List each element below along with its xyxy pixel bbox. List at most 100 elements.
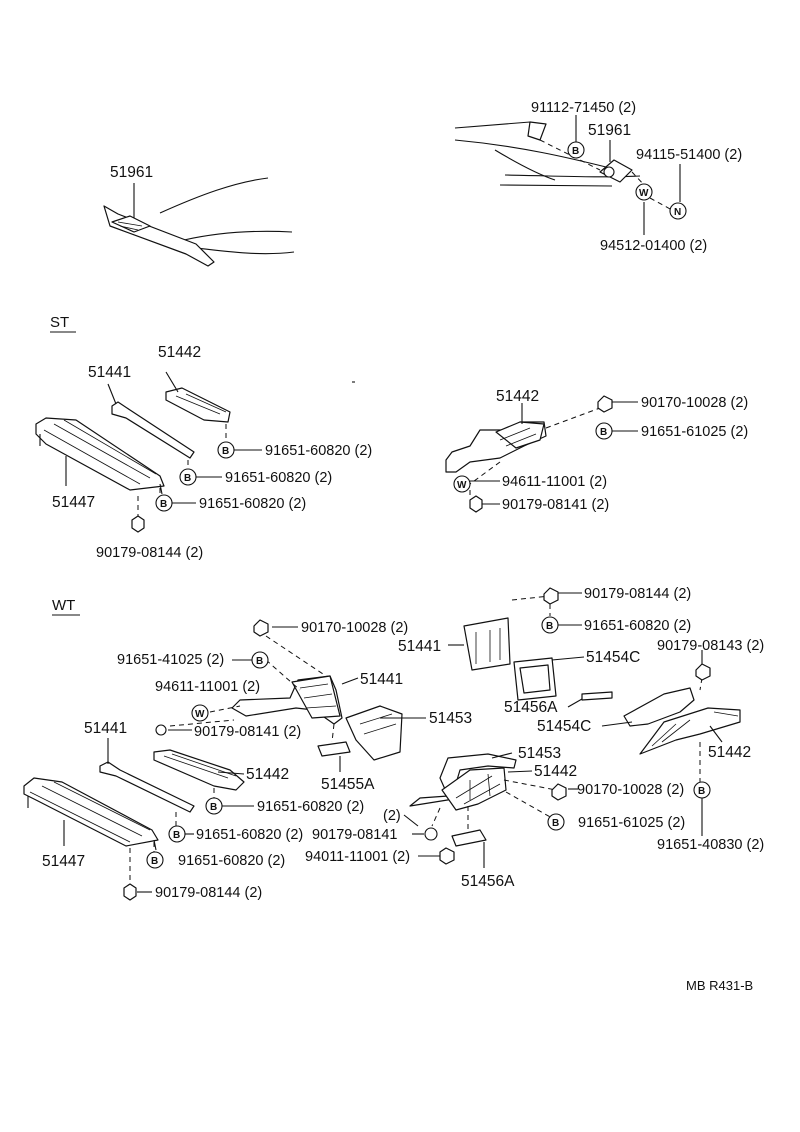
bolt-symbol: B <box>217 441 235 459</box>
wt-part-51455A: 51455A <box>321 776 375 793</box>
wt-label-nut-small-b: 90179-08141 <box>312 827 397 843</box>
st-part-51441: 51441 <box>88 364 131 381</box>
bolt-symbol: B <box>179 468 197 486</box>
wt-label-washer-a: 94611-11001 (2) <box>155 679 260 695</box>
wt-part-51454C-b: 51454C <box>537 718 591 735</box>
diagram-code: MB R431-B <box>686 978 753 993</box>
wt-right-assembly: B B 90179-08144 (2) 51441 91651-60820 (2… <box>398 586 764 853</box>
wt-part-51441-b: 51441 <box>84 720 127 737</box>
wt-label-nut-small-a: 90179-08141 (2) <box>194 724 301 740</box>
wt-part-51441-c: 51441 <box>398 638 441 655</box>
bolt-symbol: B <box>567 141 585 159</box>
bolt-symbol: B <box>541 616 559 634</box>
svg-text:W: W <box>639 188 649 199</box>
bolt-symbol: B <box>595 422 613 440</box>
svg-text:B: B <box>546 621 553 632</box>
wt-label-bolt-mid2: 91651-61025 (2) <box>578 815 685 831</box>
small-nut-icon <box>424 827 438 841</box>
wt-part-51442-c: 51442 <box>708 744 751 761</box>
svg-text:B: B <box>173 830 180 841</box>
wt-label-nut-top-mid: 90179-08144 (2) <box>584 586 691 602</box>
wt-left-assembly: B B B 51441 51442 51447 91651-60820 (2) … <box>23 720 364 901</box>
wt-part-51453-b: 51453 <box>518 745 561 762</box>
nut-icon <box>131 515 145 533</box>
wt-part-51456A-a: 51456A <box>504 699 558 716</box>
nut-icon <box>551 783 567 801</box>
part-51961-right: 51961 <box>588 122 631 139</box>
svg-text:N: N <box>674 207 681 218</box>
top-left-assembly: 51961 <box>103 164 295 267</box>
washer-symbol: W <box>191 704 209 722</box>
svg-text:B: B <box>160 499 167 510</box>
nut-icon <box>597 395 613 413</box>
svg-text:W: W <box>457 480 467 491</box>
wt-part-51441-a: 51441 <box>360 671 403 688</box>
st-right-assembly: B W 51442 90170-10028 (2) 91651-61025 (2… <box>445 388 748 513</box>
st-part-51442-a: 51442 <box>158 344 201 361</box>
nut-icon <box>543 587 559 605</box>
wt-part-51442-b: 51442 <box>534 763 577 780</box>
st-label-bolt-3: 91651-60820 (2) <box>199 496 306 512</box>
wt-label-bolt-3: 91651-60820 (2) <box>178 853 285 869</box>
nut-icon <box>123 883 137 901</box>
svg-text:B: B <box>552 818 559 829</box>
bolt-symbol: B <box>155 494 173 512</box>
bolt-symbol: B <box>168 825 186 843</box>
wt-label-bolt-right: 91651-40830 (2) <box>657 837 764 853</box>
st-part-51442-b: 51442 <box>496 388 539 405</box>
washer-symbol: W <box>635 183 653 201</box>
bolt-symbol: B <box>146 851 164 869</box>
nut-icon <box>469 495 483 513</box>
nut-icon <box>439 847 455 865</box>
st-label-bolt-top: 91651-61025 (2) <box>641 424 748 440</box>
st-label-bolt-1: 91651-60820 (2) <box>265 443 372 459</box>
wt-label-nut-a: 90170-10028 (2) <box>301 620 408 636</box>
wt-label-bolt-1: 91651-60820 (2) <box>257 799 364 815</box>
washer-symbol: W <box>453 475 471 493</box>
wt-label-qty: (2) <box>383 808 401 824</box>
st-label-washer: 94611-11001 (2) <box>502 474 607 490</box>
nut-icon <box>253 619 269 637</box>
svg-text:B: B <box>151 856 158 867</box>
st-label-bolt-2: 91651-60820 (2) <box>225 470 332 486</box>
wt-label-nut-mid: 90170-10028 (2) <box>577 782 684 798</box>
wt-part-51447: 51447 <box>42 853 85 870</box>
svg-text:B: B <box>572 146 579 157</box>
svg-text:B: B <box>600 427 607 438</box>
wt-middle-assembly: B W 90170-10028 (2) 91651-41025 (2) 9461… <box>117 619 472 793</box>
wt-part-51454C-a: 51454C <box>586 649 640 666</box>
section-st-label: ST <box>50 314 69 331</box>
wt-part-51453-a: 51453 <box>429 710 472 727</box>
label-washer-94512-01400: 94512-01400 (2) <box>600 238 707 254</box>
section-wt-label: WT <box>52 597 75 614</box>
bolt-symbol: B <box>251 651 269 669</box>
svg-text:B: B <box>698 786 705 797</box>
nut-icon <box>695 663 711 681</box>
bolt-symbol: B <box>547 813 565 831</box>
svg-text:B: B <box>184 473 191 484</box>
bolt-symbol: B <box>693 781 711 799</box>
wt-label-washer-b: 94011-11001 (2) <box>305 849 410 865</box>
svg-text:B: B <box>210 802 217 813</box>
st-part-51447: 51447 <box>52 494 95 511</box>
wt-label-bolt-mid: 91651-60820 (2) <box>584 618 691 634</box>
part-51961-left: 51961 <box>110 164 153 181</box>
svg-text:B: B <box>256 656 263 667</box>
wt-label-bolt-a: 91651-41025 (2) <box>117 652 224 668</box>
svg-text:W: W <box>195 709 205 720</box>
wt-center-assembly: B 51453 51442 90170-10028 (2) 91651-6102… <box>305 745 685 890</box>
wt-label-bolt-2: 91651-60820 (2) <box>196 827 303 843</box>
small-nut-icon <box>155 724 167 736</box>
st-label-nut-top: 90170-10028 (2) <box>641 395 748 411</box>
st-label-nut-small: 90179-08141 (2) <box>502 497 609 513</box>
wt-label-nut-bottom: 90179-08144 (2) <box>155 885 262 901</box>
wt-label-nut-right: 90179-08143 (2) <box>657 638 764 654</box>
svg-text:B: B <box>222 446 229 457</box>
bolt-symbol: B <box>205 797 223 815</box>
wt-part-51456A-b: 51456A <box>461 873 515 890</box>
st-label-nut-bottom: 90179-08144 (2) <box>96 545 203 561</box>
label-nut-94115-51400: 94115-51400 (2) <box>636 147 742 163</box>
wt-part-51442-a: 51442 <box>246 766 289 783</box>
label-bolt-91112-71450: 91112-71450 (2) <box>531 100 636 116</box>
